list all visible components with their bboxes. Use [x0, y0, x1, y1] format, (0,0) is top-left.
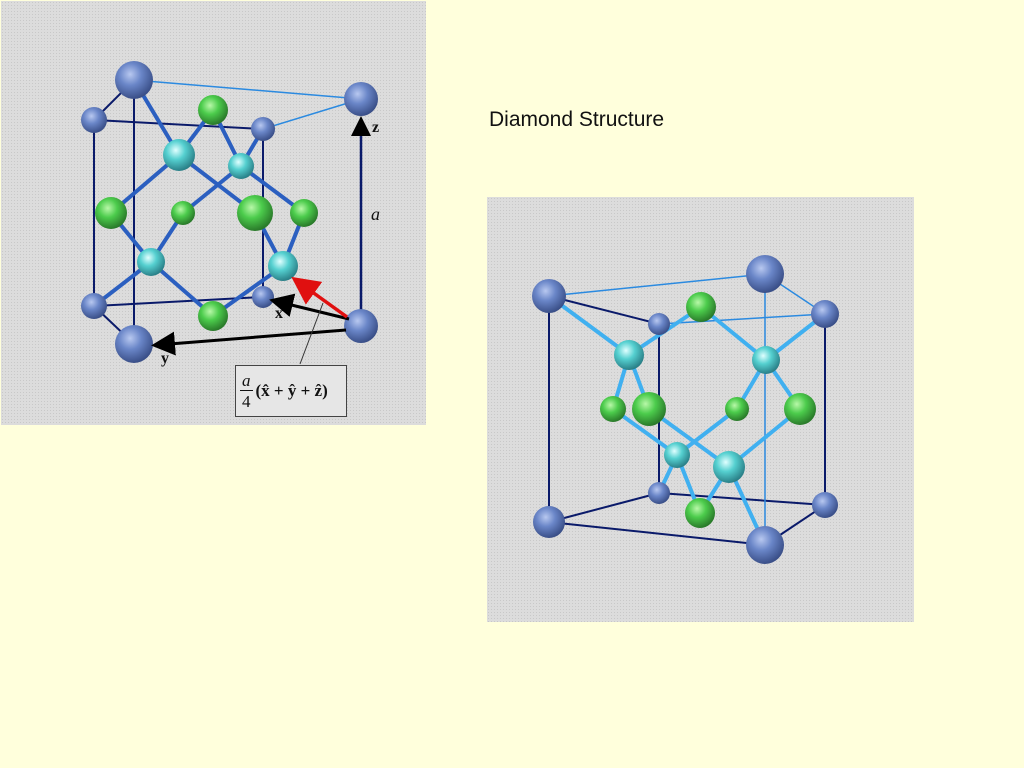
right-lattice-diagram: [532, 255, 839, 564]
y-axis-label: y: [161, 350, 169, 367]
formula-denominator: 4: [242, 392, 251, 411]
formula-numerator: a: [240, 371, 253, 391]
bonds: [92, 78, 306, 318]
bond-vector-arrow: [291, 276, 349, 319]
y-axis-arrow: [151, 328, 347, 356]
z-axis-label: z: [372, 119, 380, 136]
lattice-constant-label: a: [371, 204, 380, 224]
formula-vector: (x̂ + ŷ + ẑ): [255, 381, 328, 400]
diamond-unit-cell-rotated: [487, 197, 914, 622]
atoms: [81, 61, 378, 363]
left-lattice-diagram: [81, 61, 378, 365]
x-axis-label: x: [275, 305, 283, 322]
callout-leader: [299, 302, 324, 365]
slide-title: Diamond Structure: [489, 108, 665, 131]
x-axis-arrow: [269, 293, 350, 321]
